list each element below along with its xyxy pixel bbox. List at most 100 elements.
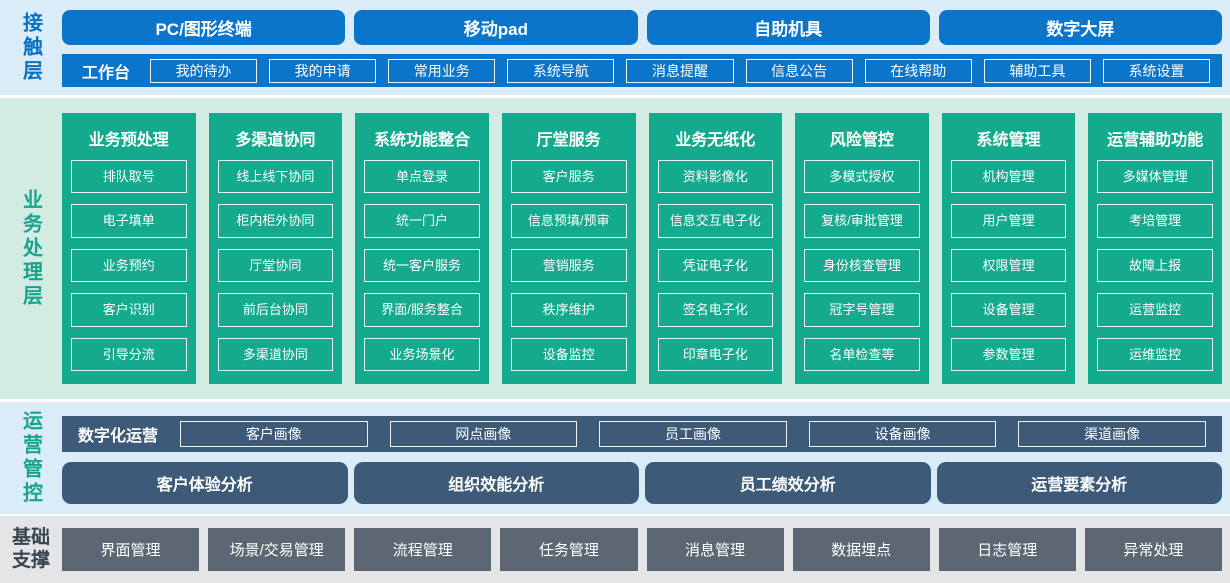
business-column-items: 排队取号 电子填单 业务预约 客户识别 引导分流 [71,160,187,372]
portrait-item[interactable]: 渠道画像 [1018,421,1206,447]
business-function-item[interactable]: 用户管理 [950,204,1067,238]
business-function-item[interactable]: 业务预约 [71,248,187,283]
business-function-item[interactable]: 秩序维护 [510,293,627,327]
business-column-title: 厅堂服务 [536,132,601,149]
business-column: 业务预处理 排队取号 电子填单 业务预约 客户识别 引导分流 [62,113,196,384]
portrait-items: 客户画像 网点画像 员工画像 设备画像 渠道画像 [180,421,1206,447]
business-function-item[interactable]: 权限管理 [950,248,1067,283]
workbench-item[interactable]: 我的申请 [269,58,377,83]
business-function-item[interactable]: 参数管理 [950,337,1067,372]
workbench-item[interactable]: 常用业务 [388,58,496,83]
business-function-item[interactable]: 运营监控 [1097,293,1213,327]
foundation-item[interactable]: 数据埋点 [792,528,930,571]
foundation-item[interactable]: 界面管理 [62,528,200,571]
foundation-support-layer: 基础支撑 界面管理 场景/交易管理 流程管理 任务管理 消息管理 数据埋点 日志… [0,516,1230,583]
business-function-item[interactable]: 客户识别 [71,293,187,327]
terminal-button[interactable]: 数字大屏 [938,10,1222,45]
business-column-items: 客户服务 信息预填/预审 营销服务 秩序维护 设备监控 [510,160,627,372]
business-function-item[interactable]: 电子填单 [71,204,187,238]
business-function-item[interactable]: 引导分流 [71,337,187,372]
business-column-title: 业务无纸化 [675,132,756,149]
workbench-item[interactable]: 在线帮助 [864,58,972,83]
business-function-item[interactable]: 设备监控 [510,337,627,372]
foundation-layer-label: 基础支撑 [11,526,50,571]
business-column-title: 多渠道协同 [235,132,316,149]
business-function-item[interactable]: 界面/服务整合 [364,293,480,327]
business-layer-label: 业务处理层 [19,188,42,309]
business-function-item[interactable]: 统一门户 [364,204,480,238]
business-function-item[interactable]: 多媒体管理 [1097,160,1213,194]
terminal-button[interactable]: PC/图形终端 [62,10,346,45]
business-function-item[interactable]: 冠字号管理 [804,293,920,327]
business-function-item[interactable]: 统一客户服务 [364,248,480,283]
foundation-item[interactable]: 消息管理 [646,528,784,571]
foundation-item[interactable]: 任务管理 [500,528,638,571]
contact-layer-body: PC/图形终端 移动pad 自助机具 数字大屏 工作台 我的待办 我的申请 常用… [62,0,1230,95]
business-column-items: 单点登录 统一门户 统一客户服务 界面/服务整合 业务场景化 [364,160,480,372]
business-column: 系统管理 机构管理 用户管理 权限管理 设备管理 参数管理 [941,113,1076,384]
business-function-item[interactable]: 排队取号 [71,160,187,194]
workbench-item[interactable]: 辅助工具 [983,58,1091,83]
business-processing-layer: 业务处理层 业务预处理 排队取号 电子填单 业务预约 客户识别 引导分流 多渠道… [0,98,1230,399]
business-function-item[interactable]: 单点登录 [364,160,480,194]
operation-management-layer: 运营管控 数字化运营 客户画像 网点画像 员工画像 设备画像 渠道画像 客户体验… [0,402,1230,514]
analysis-button[interactable]: 运营要素分析 [936,462,1222,504]
workbench-item[interactable]: 系统设置 [1102,58,1210,83]
portrait-item[interactable]: 客户画像 [180,421,368,447]
business-function-item[interactable]: 多模式授权 [804,160,920,194]
business-function-item[interactable]: 客户服务 [510,160,627,194]
operation-layer-body: 数字化运营 客户画像 网点画像 员工画像 设备画像 渠道画像 客户体验分析 组织… [62,402,1230,514]
business-function-item[interactable]: 厅堂协同 [217,248,334,283]
foundation-item[interactable]: 异常处理 [1084,528,1222,571]
business-column: 业务无纸化 资料影像化 信息交互电子化 凭证电子化 签名电子化 印章电子化 [648,113,783,384]
workbench-item[interactable]: 信息公告 [745,58,853,83]
foundation-item[interactable]: 日志管理 [938,528,1076,571]
business-function-item[interactable]: 考培管理 [1097,204,1213,238]
business-function-item[interactable]: 营销服务 [510,248,627,283]
business-function-item[interactable]: 信息交互电子化 [657,204,774,238]
workbench-label: 工作台 [82,64,131,82]
business-function-item[interactable]: 资料影像化 [657,160,774,194]
business-function-item[interactable]: 凭证电子化 [657,248,774,283]
business-function-item[interactable]: 名单检查等 [804,337,920,372]
business-function-item[interactable]: 运维监控 [1097,337,1213,372]
business-function-item[interactable]: 故障上报 [1097,248,1213,283]
business-function-item[interactable]: 复核/审批管理 [804,204,920,238]
terminal-button[interactable]: 移动pad [354,10,638,45]
business-column-items: 多媒体管理 考培管理 故障上报 运营监控 运维监控 [1097,160,1213,372]
business-column-title: 运营辅助功能 [1107,132,1204,149]
business-column-items: 多模式授权 复核/审批管理 身份核查管理 冠字号管理 名单检查等 [804,160,920,372]
business-function-item[interactable]: 线上线下协同 [217,160,334,194]
business-function-item[interactable]: 前后台协同 [217,293,334,327]
business-column: 厅堂服务 客户服务 信息预填/预审 营销服务 秩序维护 设备监控 [501,113,636,384]
business-column-title: 系统功能整合 [374,132,471,149]
business-function-item[interactable]: 信息预填/预审 [510,204,627,238]
workbench-items: 我的待办 我的申请 常用业务 系统导航 消息提醒 信息公告 在线帮助 辅助工具 … [150,58,1210,83]
business-function-item[interactable]: 印章电子化 [657,337,774,372]
business-function-item[interactable]: 柜内柜外协同 [217,204,334,238]
analysis-button[interactable]: 客户体验分析 [62,462,348,504]
business-column: 系统功能整合 单点登录 统一门户 统一客户服务 界面/服务整合 业务场景化 [355,113,489,384]
business-function-item[interactable]: 机构管理 [950,160,1067,194]
portrait-item[interactable]: 设备画像 [808,421,997,447]
portrait-item[interactable]: 员工画像 [599,421,787,447]
business-column-title: 系统管理 [976,132,1041,149]
workbench-item[interactable]: 我的待办 [150,58,258,83]
workbench-item[interactable]: 系统导航 [507,58,615,83]
business-column-items: 线上线下协同 柜内柜外协同 厅堂协同 前后台协同 多渠道协同 [217,160,334,372]
digital-operation-bar: 数字化运营 客户画像 网点画像 员工画像 设备画像 渠道画像 [62,416,1222,452]
business-function-item[interactable]: 设备管理 [950,293,1067,327]
business-function-item[interactable]: 签名电子化 [657,293,774,327]
portrait-item[interactable]: 网点画像 [389,421,578,447]
terminal-button[interactable]: 自助机具 [646,10,930,45]
business-function-item[interactable]: 业务场景化 [364,337,480,372]
foundation-item[interactable]: 场景/交易管理 [208,528,346,571]
workbench-item[interactable]: 消息提醒 [626,58,734,83]
business-function-item[interactable]: 多渠道协同 [217,337,334,372]
foundation-item[interactable]: 流程管理 [354,528,492,571]
business-function-item[interactable]: 身份核查管理 [804,248,920,283]
business-column-items: 机构管理 用户管理 权限管理 设备管理 参数管理 [950,160,1067,372]
analysis-button[interactable]: 员工绩效分析 [645,462,931,504]
operation-layer-label: 运营管控 [19,410,42,506]
analysis-button[interactable]: 组织效能分析 [353,462,639,504]
